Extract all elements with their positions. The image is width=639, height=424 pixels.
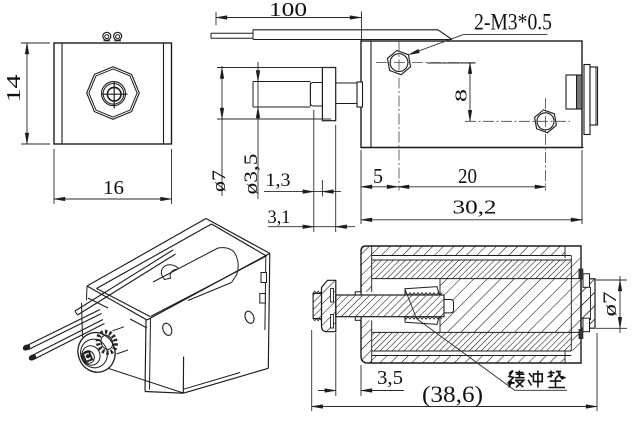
- svg-text:14: 14: [3, 75, 25, 103]
- svg-text:ø7: ø7: [600, 292, 621, 317]
- svg-text:ø3,5: ø3,5: [241, 154, 262, 195]
- svg-text:16: 16: [103, 177, 124, 199]
- svg-text:3,1: 3,1: [268, 207, 291, 228]
- svg-text:ø7: ø7: [209, 170, 230, 192]
- svg-text:(38,6): (38,6): [422, 382, 483, 407]
- svg-text:8: 8: [452, 89, 471, 102]
- svg-text:1,3: 1,3: [266, 170, 291, 191]
- svg-text:2-M3*0.5: 2-M3*0.5: [474, 10, 552, 35]
- svg-text:100: 100: [269, 0, 307, 21]
- svg-text:20: 20: [458, 164, 477, 188]
- svg-text:3,5: 3,5: [377, 367, 403, 389]
- svg-text:5: 5: [373, 164, 383, 188]
- svg-text:30,2: 30,2: [453, 197, 497, 219]
